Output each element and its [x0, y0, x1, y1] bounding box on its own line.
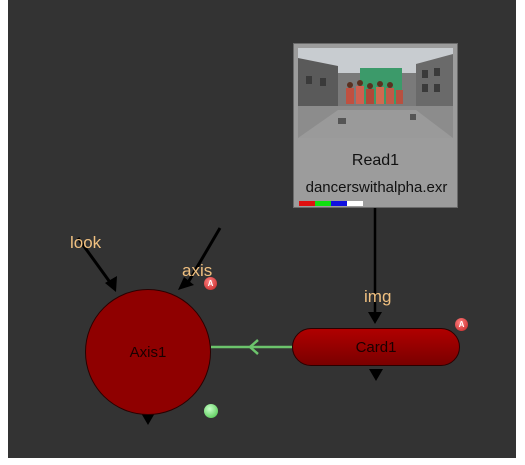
link-arrow-icon	[248, 339, 259, 355]
axis-output-arrow-icon[interactable]	[141, 413, 155, 425]
alpha-channel-swatch	[347, 201, 363, 206]
card-badge-icon: A	[455, 318, 468, 331]
read-node-filename: dancerswithalpha.exr	[305, 179, 448, 196]
axis-input-label: axis	[182, 261, 213, 280]
card-node-title: Card1	[355, 338, 397, 356]
look-wire[interactable]	[76, 237, 114, 286]
blue-channel-swatch	[331, 201, 347, 206]
card-output-arrow-icon[interactable]	[369, 369, 383, 381]
axis-arrow-icon	[178, 277, 194, 290]
card-node[interactable]: Card1	[292, 328, 460, 366]
street-dancers-thumbnail-icon	[298, 48, 453, 138]
img-input-label: img	[364, 287, 392, 306]
img-arrow-icon	[368, 312, 382, 324]
channel-indicators	[299, 201, 363, 206]
axis-badge-icon: A	[204, 277, 217, 290]
green-channel-swatch	[315, 201, 331, 206]
axis-wire[interactable]	[184, 227, 222, 287]
look-arrow-icon	[105, 276, 117, 292]
axis-node-title: Axis1	[129, 343, 167, 361]
axis-node[interactable]: Axis1	[85, 289, 211, 415]
green-dot-icon[interactable]	[204, 404, 218, 418]
connection-wires	[76, 208, 383, 425]
node-graph[interactable]: Read1 dancerswithalpha.exr img look axis…	[8, 0, 516, 458]
read-node-title: Read1	[351, 152, 400, 169]
read-node[interactable]: Read1 dancerswithalpha.exr	[293, 43, 458, 208]
red-channel-swatch	[299, 201, 315, 206]
look-input-label: look	[70, 233, 102, 252]
